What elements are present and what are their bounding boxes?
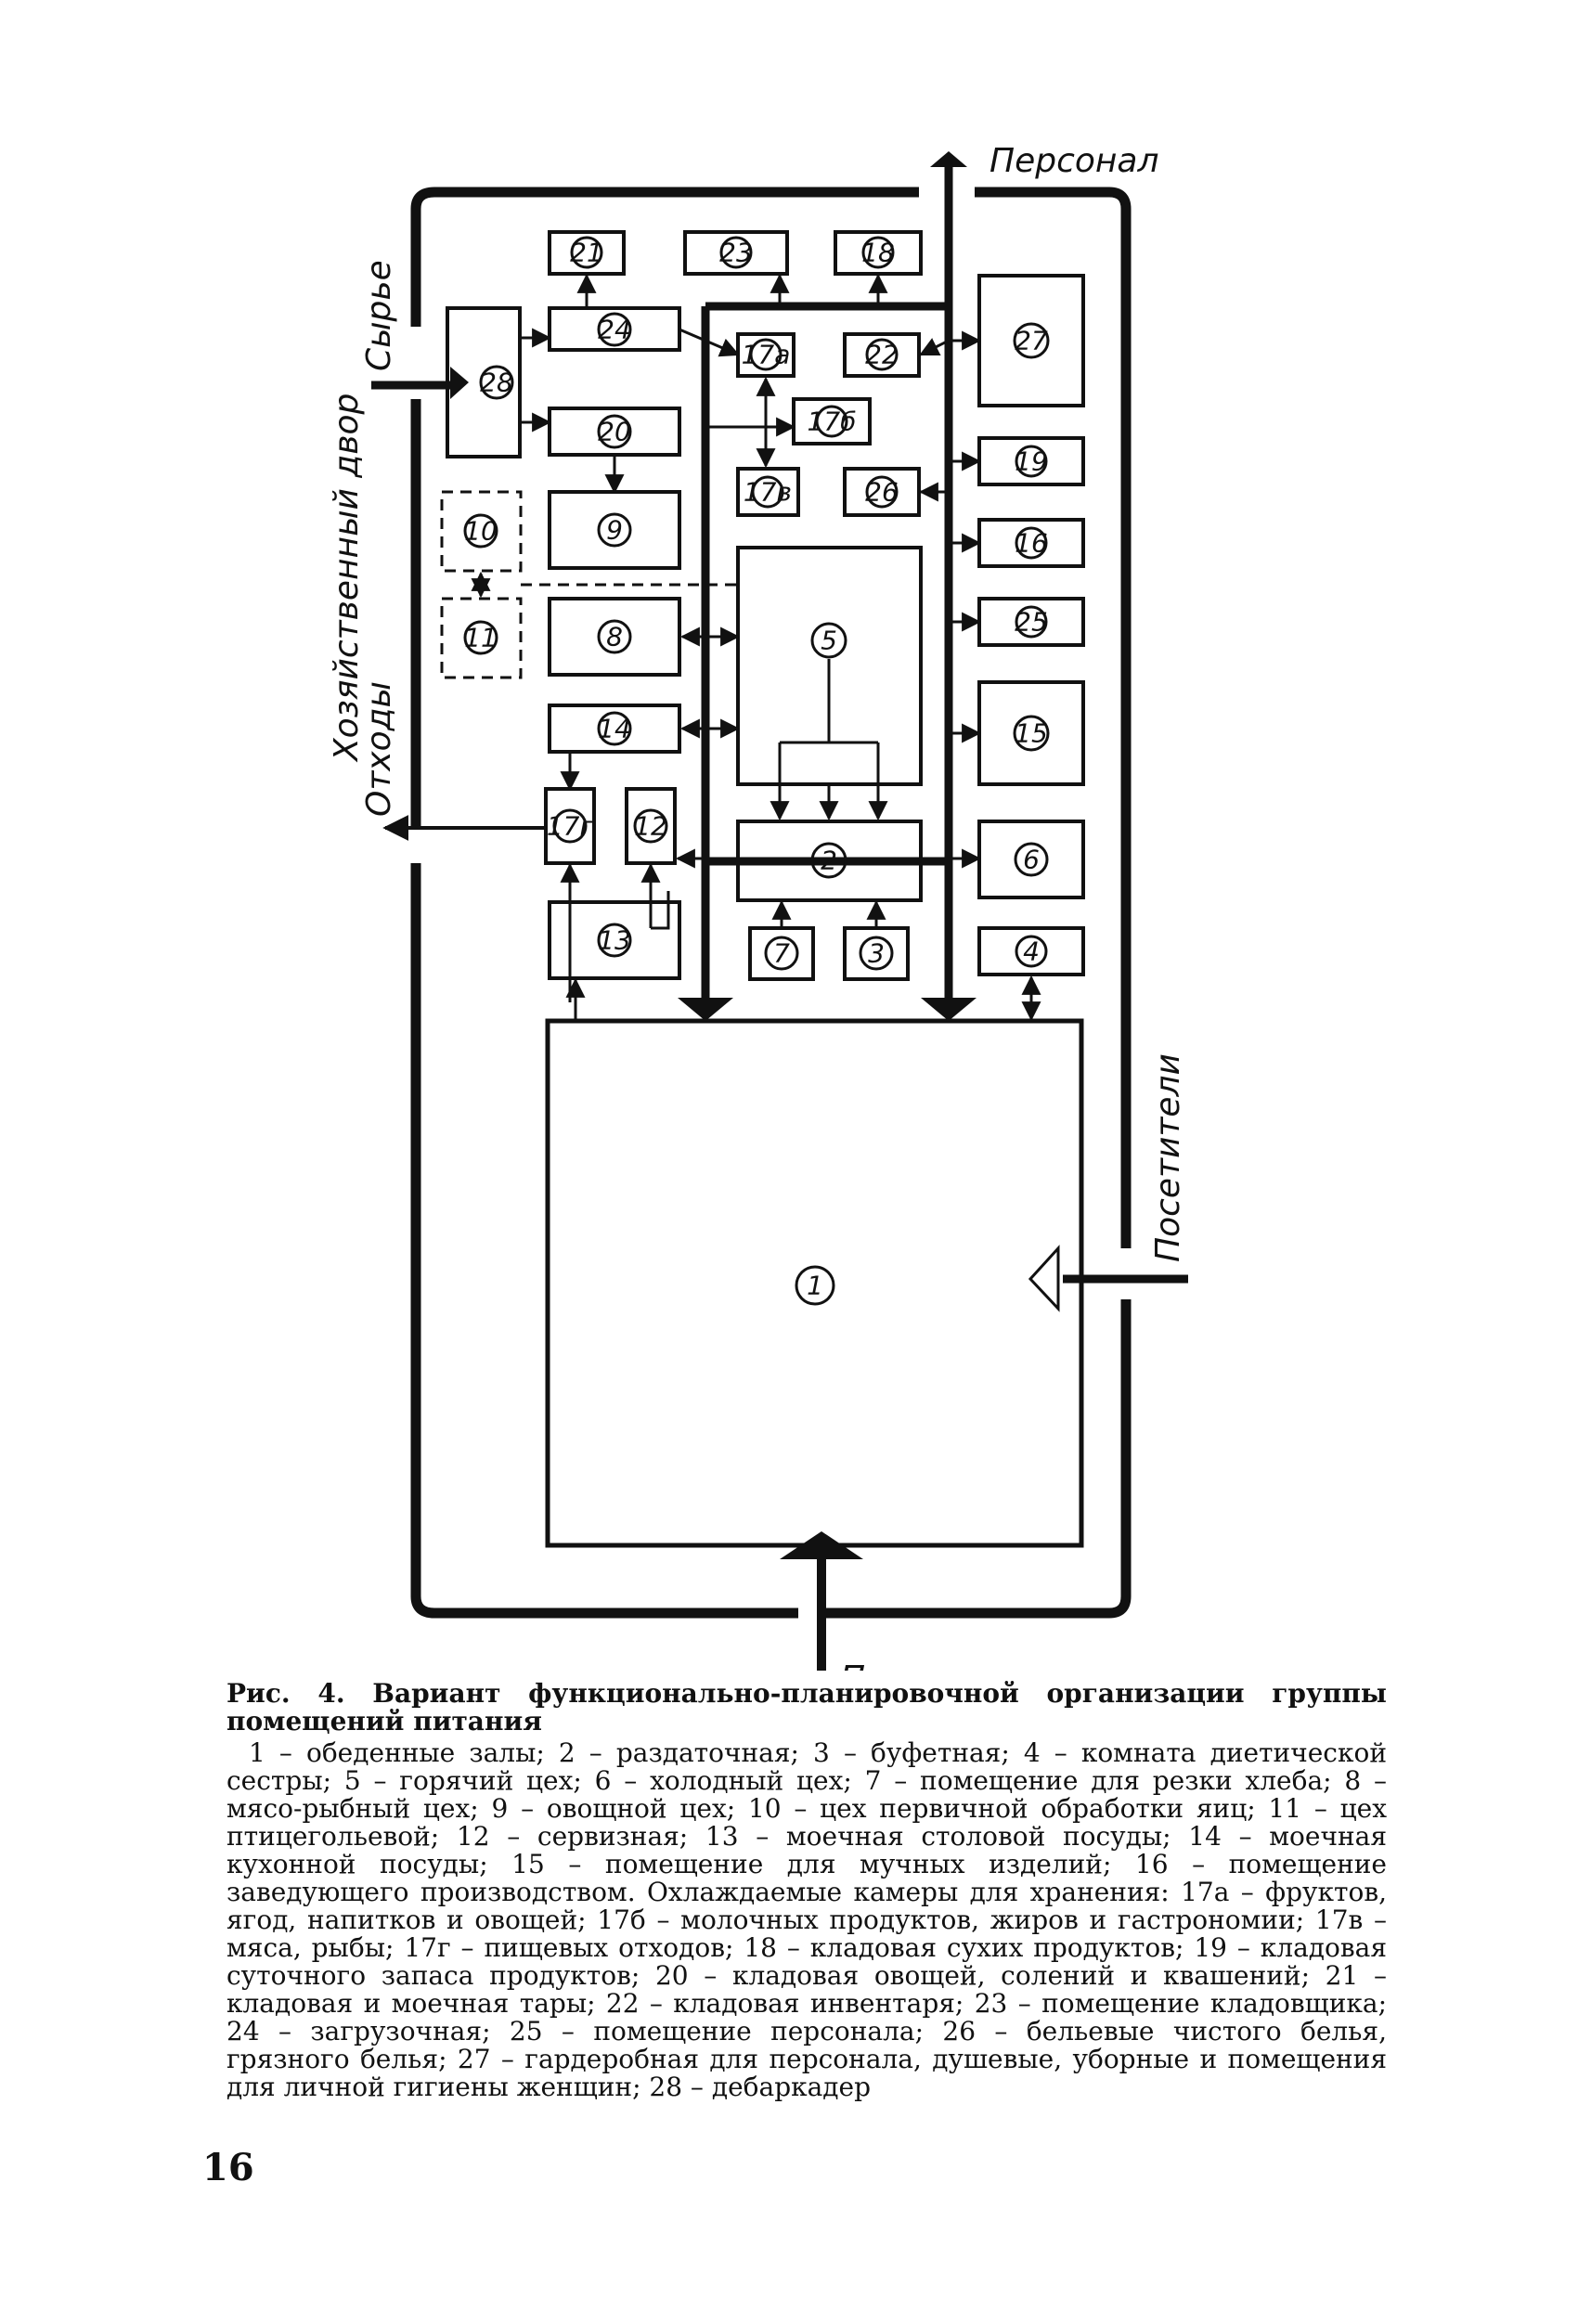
room-number-17v: 17в — [744, 477, 792, 508]
room-number-13: 13 — [598, 925, 631, 956]
room-number-17a: 17а — [742, 340, 791, 370]
figure-title: Рис. 4. Вариант функционально-планировоч… — [226, 1678, 1387, 1737]
visitor-entrance-bottom — [780, 1531, 863, 1671]
room-number-5: 5 — [821, 626, 837, 656]
room-number-20: 20 — [598, 417, 631, 447]
visitor-entrance-right — [1028, 1245, 1188, 1312]
room-10 — [440, 490, 523, 573]
room-number-22: 22 — [865, 340, 899, 370]
room-number-2: 2 — [821, 846, 837, 876]
room-number-25: 25 — [1015, 607, 1048, 638]
room-number-7: 7 — [773, 938, 790, 969]
room-28 — [446, 306, 522, 458]
room-number-19: 19 — [1015, 446, 1048, 477]
label-visitors-bottom: Посетители — [840, 1659, 1049, 1671]
room-number-11: 11 — [464, 623, 498, 653]
room-number-9: 9 — [606, 515, 623, 546]
room-number-17g: 17г — [547, 811, 594, 842]
page-number: 16 — [202, 2146, 254, 2189]
room-number-3: 3 — [868, 938, 885, 969]
room-number-6: 6 — [1023, 845, 1040, 875]
room-number-26: 26 — [865, 477, 899, 508]
room-number-16: 16 — [1015, 528, 1048, 559]
label-raw: Сырье — [360, 260, 398, 371]
room-number-23: 23 — [719, 238, 753, 268]
label-visitors-right: Посетители — [1149, 1053, 1187, 1262]
room-number-17b: 17б — [808, 407, 857, 437]
room-number-15: 15 — [1015, 718, 1048, 749]
room-number-18: 18 — [861, 238, 895, 268]
distribution-arrow-down — [678, 998, 733, 1021]
building-outline — [410, 187, 1132, 1619]
room-17v — [736, 467, 800, 517]
room-number-1: 1 — [807, 1271, 823, 1301]
functional-diagram: 1 — [328, 142, 1188, 1671]
room-number-8: 8 — [606, 622, 623, 652]
room-number-4: 4 — [1023, 936, 1040, 967]
room-number-28: 28 — [480, 368, 513, 398]
room-number-21: 21 — [570, 238, 603, 268]
staff-arrow-down — [921, 998, 977, 1021]
room-22 — [843, 332, 921, 378]
room-13 — [548, 900, 681, 980]
label-waste: Отходы — [360, 681, 398, 817]
room-number-12: 12 — [634, 811, 667, 842]
staff-exit-arrow — [930, 151, 967, 167]
label-yard: Хозяйственный двор — [328, 394, 366, 763]
room-4 — [977, 926, 1085, 976]
dock-arrow — [450, 367, 469, 399]
room-number-14: 14 — [598, 714, 631, 744]
room-number-24: 24 — [598, 315, 631, 345]
room-23 — [683, 230, 789, 276]
room-8 — [548, 597, 681, 677]
label-staff: Персонал — [989, 142, 1159, 180]
room-2 — [736, 820, 923, 902]
figure-caption: Рис. 4. Вариант функционально-планировоч… — [226, 1680, 1387, 2101]
room-11 — [440, 597, 523, 679]
room-number-27: 27 — [1015, 326, 1048, 356]
room-number-10: 10 — [464, 516, 498, 547]
figure-legend: 1 – обеденные залы; 2 – раздаточная; 3 –… — [226, 1737, 1387, 2102]
room-14 — [548, 704, 681, 754]
